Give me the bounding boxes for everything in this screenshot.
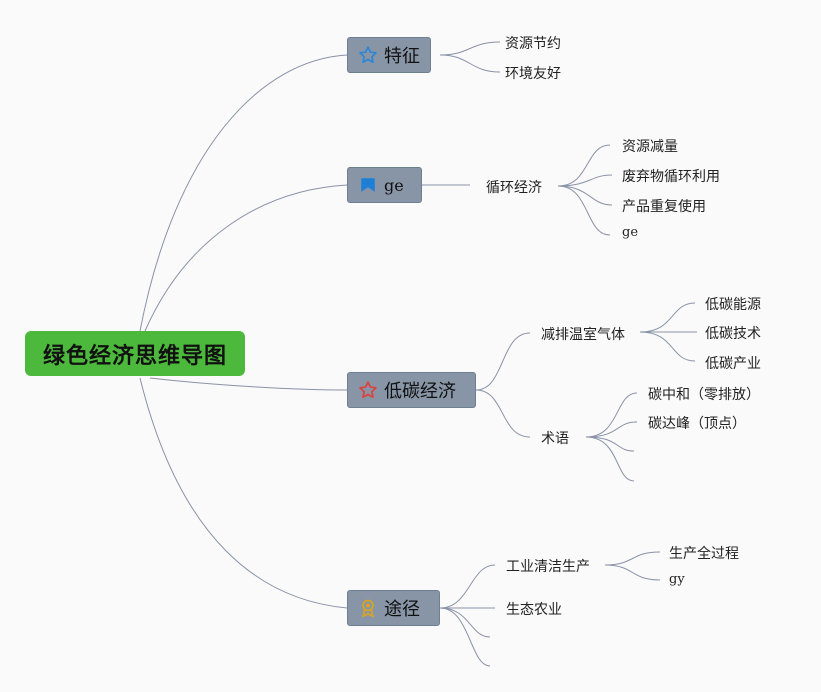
branch-label: 途径	[384, 599, 420, 620]
node-waste-recycling[interactable]: 废弃物循环利用	[622, 169, 720, 185]
node-eco-agriculture[interactable]: 生态农业	[506, 602, 562, 618]
node-gy[interactable]: gy	[669, 572, 685, 587]
node-reduce-ghg[interactable]: 减排温室气体	[541, 327, 625, 343]
node-low-carbon-tech[interactable]: 低碳技术	[705, 326, 761, 342]
award-icon	[358, 598, 378, 618]
root-node[interactable]: 绿色经济思维导图	[25, 331, 245, 376]
branch-node-features[interactable]: 特征	[347, 37, 431, 73]
branch-label: 特征	[384, 46, 420, 67]
node-terms[interactable]: 术语	[541, 431, 569, 447]
node-carbon-neutral[interactable]: 碳中和（零排放）	[648, 387, 760, 403]
node-clean-production[interactable]: 工业清洁生产	[506, 559, 590, 575]
node-product-reuse[interactable]: 产品重复使用	[622, 199, 706, 215]
star-outline-icon	[358, 45, 378, 65]
node-resource-reduction[interactable]: 资源减量	[622, 139, 678, 155]
node-low-carbon-industry[interactable]: 低碳产业	[705, 356, 761, 372]
star-outline-icon	[358, 380, 378, 400]
branch-label: 低碳经济	[384, 381, 456, 402]
branch-label: ge	[384, 175, 404, 195]
node-ge[interactable]: ge	[622, 225, 639, 240]
branch-node-ge[interactable]: ge	[347, 167, 422, 203]
branch-node-low-carbon[interactable]: 低碳经济	[347, 372, 476, 408]
node-whole-process[interactable]: 生产全过程	[669, 546, 739, 562]
node-resource-saving[interactable]: 资源节约	[505, 36, 561, 52]
node-low-carbon-energy[interactable]: 低碳能源	[705, 297, 761, 313]
node-eco-friendly[interactable]: 环境友好	[505, 66, 561, 82]
node-carbon-peak[interactable]: 碳达峰（顶点）	[648, 416, 746, 432]
node-circular-economy[interactable]: 循环经济	[486, 180, 542, 196]
branch-node-approach[interactable]: 途径	[347, 590, 440, 626]
flag-icon	[358, 175, 378, 195]
